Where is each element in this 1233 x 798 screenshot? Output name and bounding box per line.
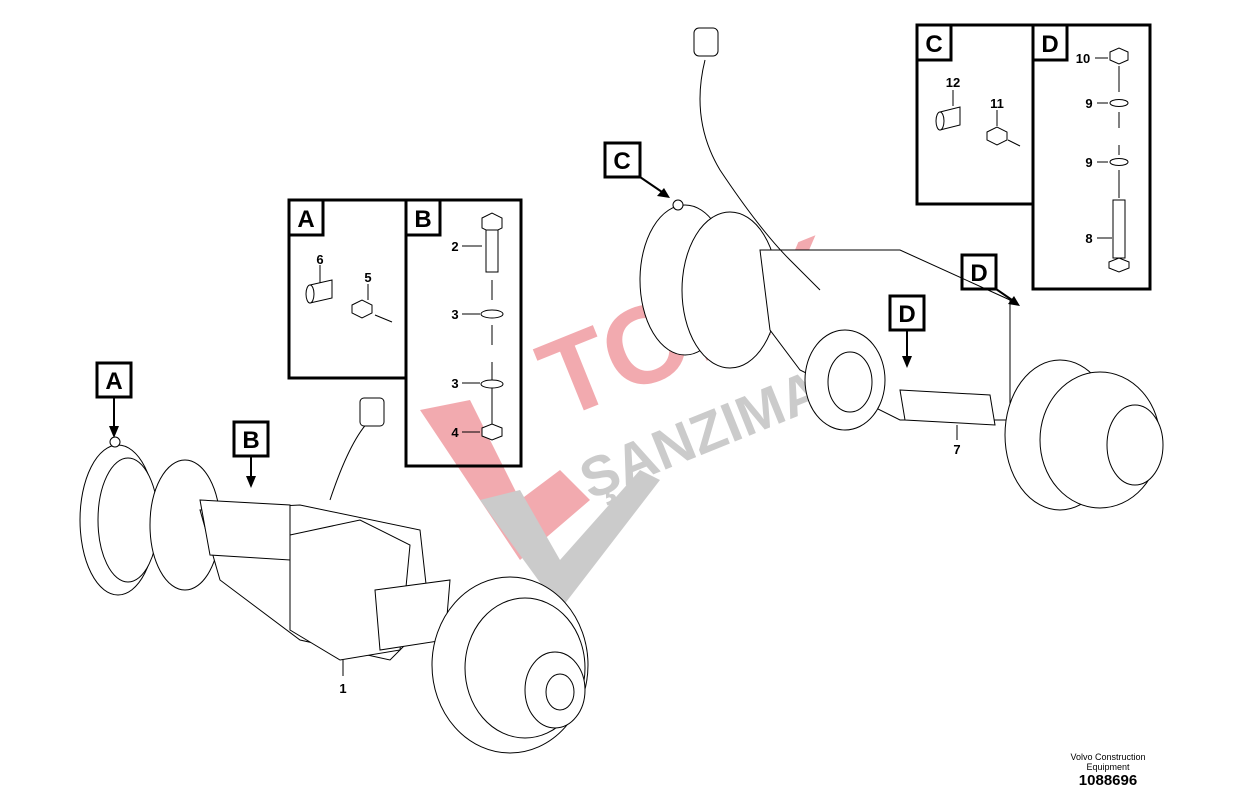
drawing-number: 1088696 (1078, 772, 1138, 789)
svg-text:B: B (242, 427, 259, 454)
svg-text:D: D (970, 260, 987, 287)
detail-box-a: A 6 5 (287, 198, 408, 380)
part-number-1: 1 (339, 681, 346, 696)
svg-text:12: 12 (946, 75, 960, 90)
callout-b: B (232, 420, 270, 488)
detail-box-d: D 10 9 9 8 (1031, 23, 1152, 291)
svg-text:B: B (414, 206, 431, 233)
svg-text:2: 2 (451, 239, 458, 254)
svg-text:C: C (925, 31, 942, 58)
detail-box-b: B 2 3 3 4 (404, 198, 523, 468)
callout-d-front: D (888, 294, 926, 368)
company-name-line2: Equipment (1086, 762, 1130, 772)
callout-d-rear: D (960, 253, 1020, 306)
callout-c: C (603, 141, 670, 198)
svg-text:9: 9 (1085, 96, 1092, 111)
svg-text:10: 10 (1076, 51, 1090, 66)
svg-text:4: 4 (451, 425, 459, 440)
svg-text:D: D (898, 301, 915, 328)
front-axle-drawing (79, 397, 589, 754)
svg-text:11: 11 (990, 96, 1004, 111)
callout-a: A (95, 361, 133, 438)
svg-text:D: D (1041, 31, 1058, 58)
part-number-7: 7 (953, 442, 960, 457)
svg-text:A: A (105, 368, 122, 395)
detail-label-a: A (297, 206, 314, 233)
svg-text:C: C (613, 148, 630, 175)
footer-block: Volvo Construction Equipment 1088696 (1058, 752, 1158, 790)
svg-text:9: 9 (1085, 155, 1092, 170)
svg-text:3: 3 (451, 307, 458, 322)
company-name: Volvo Construction (1070, 752, 1146, 762)
svg-text:5: 5 (364, 270, 371, 285)
detail-box-c: C 12 11 (915, 23, 1035, 206)
svg-text:6: 6 (316, 252, 323, 267)
svg-text:3: 3 (451, 376, 458, 391)
svg-text:8: 8 (1085, 231, 1092, 246)
rear-axle-drawing (639, 27, 1164, 511)
